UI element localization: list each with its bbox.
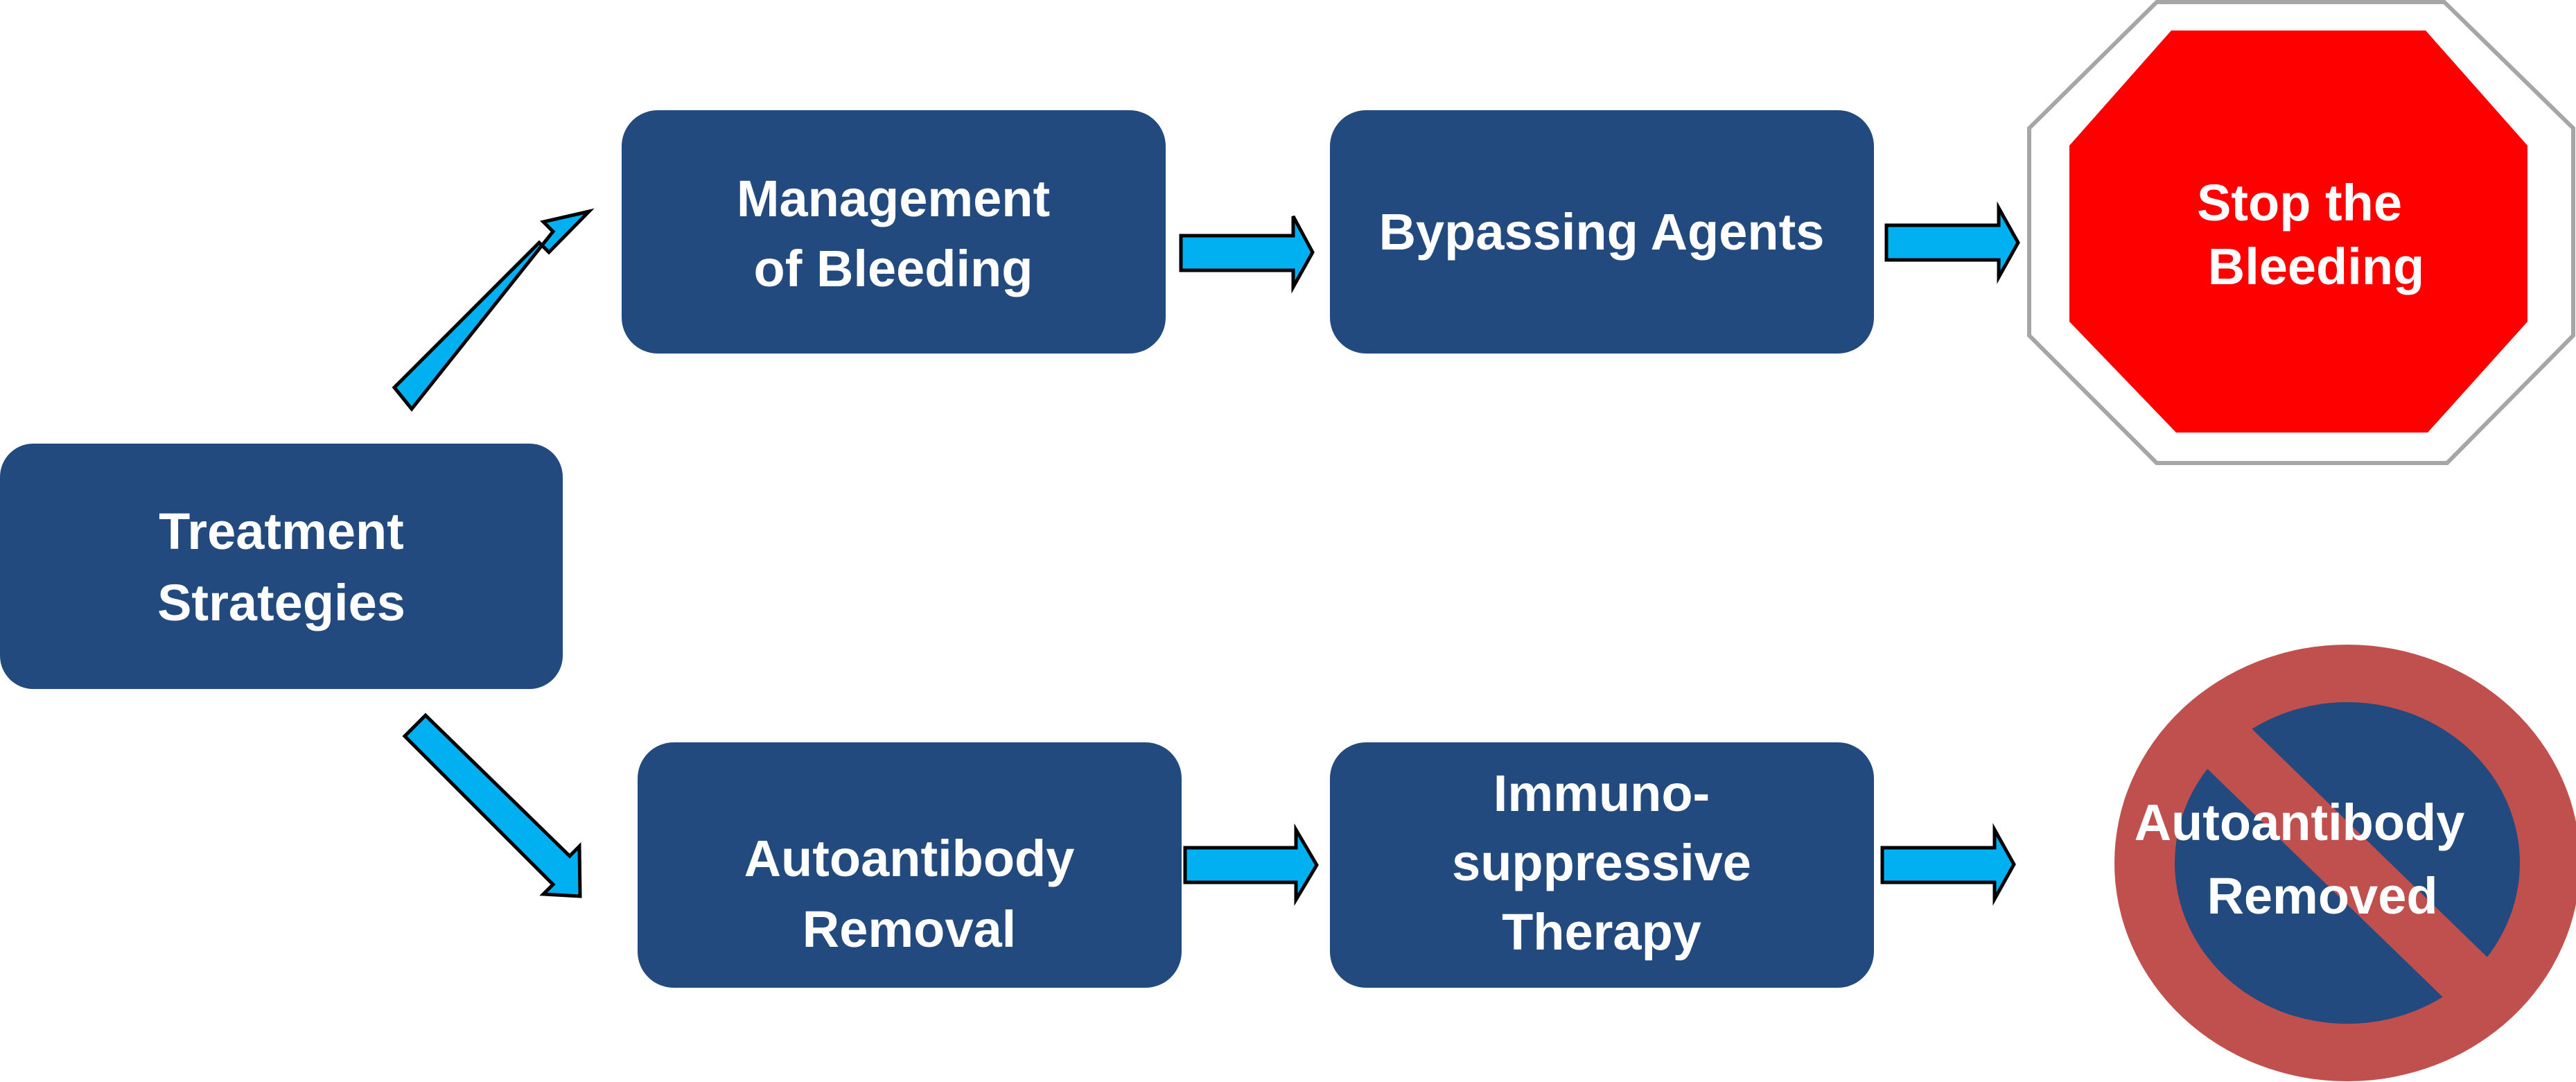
node-immunosuppressive-therapy-box <box>1330 742 1874 988</box>
arrow-bypassing-to-stop-icon <box>1884 201 2020 284</box>
node-management-of-bleeding-box <box>622 110 1166 354</box>
node-treatment-strategies-label-line2: Strategies <box>157 574 405 631</box>
node-treatment-strategies: Treatment Strategies <box>0 444 563 689</box>
arrow-immuno-to-removed-icon <box>1880 823 2016 906</box>
node-autoantibody-removal-label-line1: Autoantibody <box>744 830 1075 887</box>
node-bypassing-agents-box <box>1330 110 1874 354</box>
node-stop-the-bleeding-label-line2: Bleeding <box>2208 238 2424 295</box>
node-autoantibody-removed-label-line1: Autoantibody <box>2135 794 2465 851</box>
node-treatment-strategies-box <box>0 444 563 689</box>
prohibition-slash-icon <box>2168 688 2527 1038</box>
arrow-strategies-to-removal-icon <box>402 713 582 898</box>
node-stop-the-bleeding-label-line1: Stop the <box>2197 174 2402 232</box>
node-autoantibody-removal-label-line2: Removal <box>803 900 1016 958</box>
node-immunosuppressive-therapy-label-line2: suppressive <box>1452 834 1751 891</box>
node-autoantibody-removal: Autoantibody Removal <box>638 742 1182 988</box>
node-management-of-bleeding-label-line1: Management <box>737 170 1050 227</box>
arrow-strategies-to-management-icon <box>392 208 595 412</box>
node-management-of-bleeding-label-line2: of Bleeding <box>754 240 1033 297</box>
node-autoantibody-removed-label-line2: Removed <box>2207 867 2437 925</box>
node-bypassing-agents: Bypassing Agents <box>1330 110 1874 354</box>
node-autoantibody-removal-box <box>638 742 1182 988</box>
node-autoantibody-removed: Autoantibody Removed <box>2114 645 2576 1081</box>
node-treatment-strategies-label-line1: Treatment <box>159 503 404 560</box>
node-management-of-bleeding: Management of Bleeding <box>622 110 1166 354</box>
arrow-management-to-bypassing-icon <box>1179 215 1315 294</box>
node-stop-the-bleeding: Stop the Bleeding <box>2027 0 2575 465</box>
stop-sign-face <box>2069 30 2527 433</box>
node-immunosuppressive-therapy-label-line1: Immuno- <box>1493 765 1710 822</box>
node-bypassing-agents-label: Bypassing Agents <box>1379 203 1825 261</box>
arrow-removal-to-immuno-icon <box>1183 823 1319 907</box>
node-immunosuppressive-therapy: Immuno- suppressive Therapy <box>1330 742 1874 988</box>
node-immunosuppressive-therapy-label-line3: Therapy <box>1502 903 1701 961</box>
